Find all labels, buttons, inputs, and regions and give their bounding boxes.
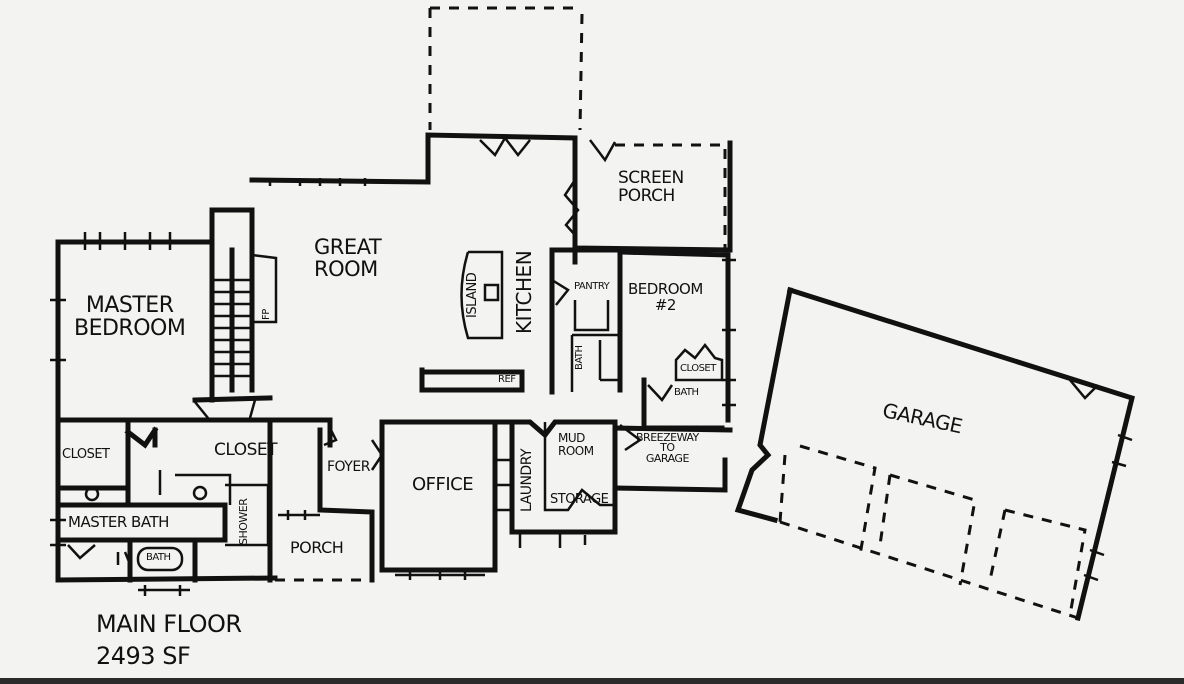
label-screen-porch: SCREEN PORCH — [618, 168, 684, 206]
label-bedroom-2: BEDROOM #2 — [628, 280, 703, 314]
label-ref: REF — [498, 374, 516, 385]
deck-outline — [428, 6, 584, 131]
label-island: ISLAND — [465, 272, 480, 318]
label-foyer: FOYER — [327, 459, 370, 475]
label-great-room: GREAT ROOM — [314, 235, 382, 282]
label-closet-center: CLOSET — [214, 440, 278, 460]
great-room-text: GREAT ROOM — [314, 235, 382, 282]
label-pantry: PANTRY — [574, 281, 610, 292]
label-breezeway: BREEZEWAY TO GARAGE — [636, 431, 699, 465]
breezeway-text: BREEZEWAY TO GARAGE — [636, 431, 699, 465]
plan-area: 2493 SF — [96, 642, 191, 670]
label-closet-bedroom-2: CLOSET — [680, 363, 716, 374]
plan-title: MAIN FLOOR — [96, 610, 242, 638]
bedroom-2-text: BEDROOM #2 — [628, 280, 703, 314]
label-shower: SHOWER — [237, 498, 250, 545]
label-bath-small: BATH — [574, 345, 585, 370]
bottom-edge-bar — [0, 678, 1184, 684]
label-fireplace: FP — [261, 309, 272, 320]
screen-porch-text: SCREEN PORCH — [618, 168, 684, 206]
label-office: OFFICE — [412, 474, 474, 495]
label-tub: BATH — [146, 552, 171, 563]
label-mud-room: MUD ROOM — [558, 432, 594, 457]
walls — [50, 132, 1135, 622]
label-laundry: LAUNDRY — [519, 448, 535, 512]
label-closet-left: CLOSET — [62, 447, 110, 462]
label-kitchen: KITCHEN — [512, 250, 536, 334]
label-bath-2: BATH — [674, 387, 699, 398]
label-storage: STORAGE — [550, 492, 609, 507]
mud-room-text: MUD ROOM — [558, 431, 594, 458]
label-master-bedroom: MASTER BEDROOM — [74, 293, 186, 342]
master-bedroom-text: MASTER BEDROOM — [74, 293, 186, 342]
label-master-bath: MASTER BATH — [68, 513, 169, 531]
label-porch: PORCH — [290, 538, 344, 557]
